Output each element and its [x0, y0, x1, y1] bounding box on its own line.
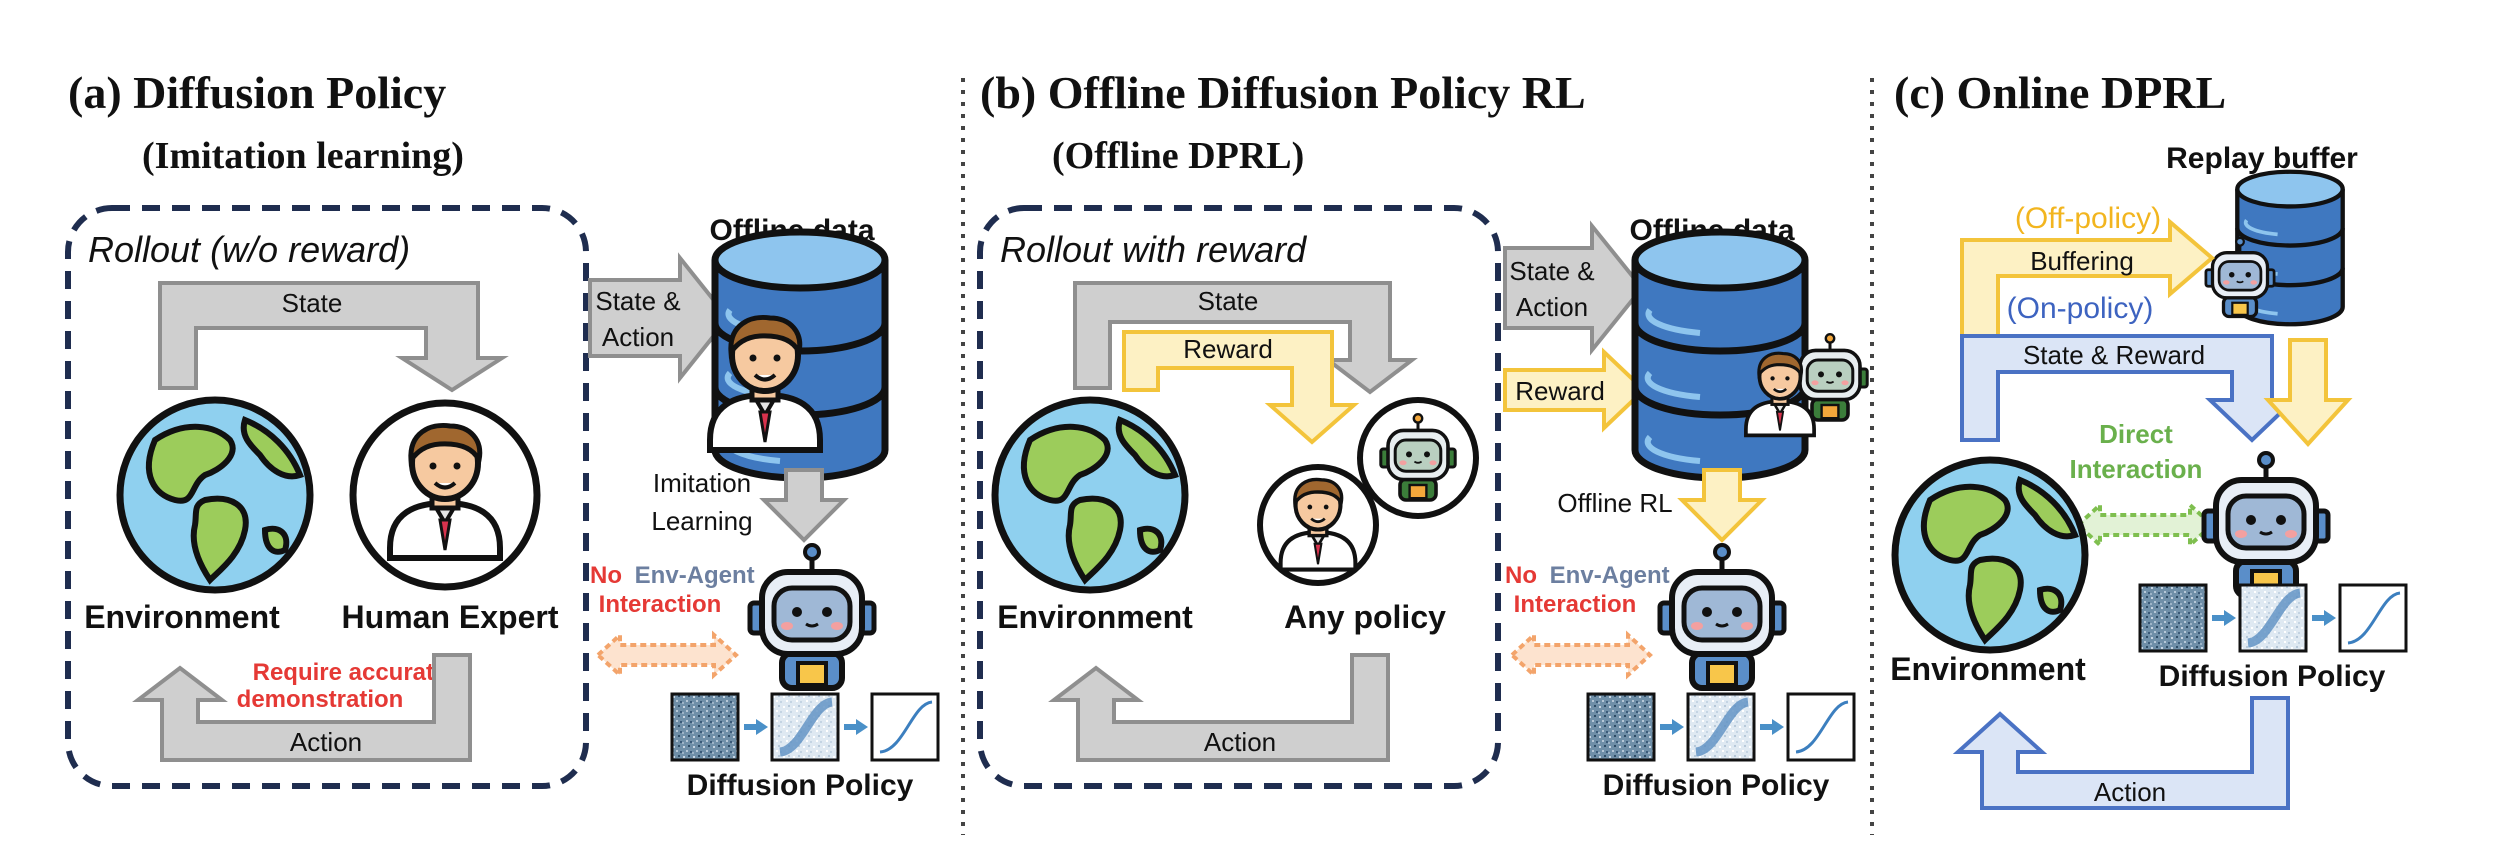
diffusion-policy-label-c: Diffusion Policy	[2159, 660, 2386, 693]
panel-a-title: (a) Diffusion Policy	[68, 67, 446, 118]
state-action-label-a-2: Action	[602, 322, 674, 352]
rollout-label-b: Rollout with reward	[1000, 229, 1307, 270]
rollout-label-a: Rollout (w/o reward)	[88, 229, 410, 270]
environment-globe-icon-b	[995, 400, 1185, 590]
robot-agent-icon-b	[1660, 545, 1784, 688]
environment-globe-icon-c	[1895, 460, 2085, 650]
on-policy-label: (On-policy)	[2007, 292, 2154, 325]
buffer-to-agent-arrow	[2263, 338, 2353, 447]
interaction-label-a: Interaction	[599, 591, 722, 618]
imitation-label-1: Imitation	[653, 468, 751, 498]
environment-label-a: Environment	[84, 599, 280, 635]
state-action-arrow-a	[588, 252, 731, 384]
reward-label-b: Reward	[1183, 334, 1273, 364]
diffusion-strip-b	[1588, 694, 1854, 760]
human-expert-label: Human Expert	[342, 599, 559, 635]
state-reward-arrow	[1960, 334, 2299, 443]
robot-agent-icon-a	[750, 545, 874, 688]
panel-a-subtitle: (Imitation learning)	[142, 135, 464, 177]
no-interaction-arrow-a	[595, 630, 739, 680]
rollout-box-a	[65, 205, 589, 789]
buffering-arrow	[1960, 217, 2216, 342]
require-text-line2: demonstration	[237, 686, 404, 713]
imitation-arrow	[759, 468, 849, 543]
state-arrow-b	[1073, 281, 1418, 395]
no-interaction-arrow-b	[1509, 630, 1653, 680]
direct-interaction-2: Interaction	[2070, 454, 2203, 484]
robot-agent-icon-c	[2204, 453, 2328, 596]
reward-to-db-arrow	[1503, 347, 1647, 433]
no-label-b: No Env-Agent	[1505, 562, 1670, 589]
off-policy-label: (Off-policy)	[2015, 202, 2161, 235]
state-action-arrow-b	[1503, 220, 1645, 356]
panel-c: (c) Online DPRL Replay buffer (Off-polic…	[1890, 67, 2406, 810]
action-label-b: Action	[1204, 727, 1276, 757]
reward-arrow-b	[1122, 330, 1360, 445]
state-action-label-b-2: Action	[1516, 292, 1588, 322]
state-label-a: State	[282, 288, 343, 318]
environment-label-b: Environment	[997, 599, 1193, 635]
any-policy-human-avatar	[1257, 464, 1379, 586]
diffusion-strip-a	[672, 694, 938, 760]
diffusion-policy-label-b: Diffusion Policy	[1603, 769, 1830, 802]
offline-rl-label: Offline RL	[1557, 488, 1672, 518]
reward-arrow-label-b: Reward	[1515, 376, 1605, 406]
environment-label-c: Environment	[1890, 651, 2086, 687]
action-arrow-b	[1048, 653, 1390, 762]
diffusion-strip-c	[2140, 585, 2406, 651]
any-policy-label: Any policy	[1284, 599, 1446, 635]
any-policy-robot-avatar	[1357, 397, 1479, 519]
state-action-label-b-1: State &	[1509, 256, 1594, 286]
panel-b: (b) Offline Diffusion Policy RL (Offline…	[977, 67, 1869, 802]
environment-globe-icon	[120, 400, 310, 590]
panel-b-title: (b) Offline Diffusion Policy RL	[980, 67, 1586, 118]
panel-a: (a) Diffusion Policy (Imitation learning…	[65, 67, 938, 802]
action-label-a: Action	[290, 727, 362, 757]
human-expert-avatar	[349, 399, 541, 591]
rollout-box-b	[977, 205, 1501, 789]
replay-buffer-label: Replay buffer	[2166, 142, 2358, 175]
panel-c-title: (c) Online DPRL	[1894, 67, 2226, 118]
state-action-label-a-1: State &	[595, 286, 680, 316]
state-arrow-a	[158, 281, 509, 393]
direct-interaction-1: Direct	[2099, 419, 2173, 449]
state-label-b: State	[1198, 286, 1259, 316]
imitation-label-2: Learning	[651, 506, 752, 536]
action-arrow-c	[1952, 696, 2290, 810]
direct-interaction-arrow	[2075, 500, 2215, 550]
no-label-a: No Env-Agent	[590, 562, 755, 589]
offline-rl-arrow	[1677, 468, 1767, 543]
diffusion-policy-label-a: Diffusion Policy	[687, 769, 914, 802]
action-label-c: Action	[2094, 777, 2166, 807]
action-arrow-a	[132, 653, 472, 762]
panel-b-subtitle: (Offline DPRL)	[1052, 135, 1304, 177]
require-text-line1: Require accurate	[253, 659, 448, 686]
interaction-label-b: Interaction	[1514, 591, 1637, 618]
state-reward-label: State & Reward	[2023, 340, 2205, 370]
buffering-label: Buffering	[2030, 246, 2134, 276]
